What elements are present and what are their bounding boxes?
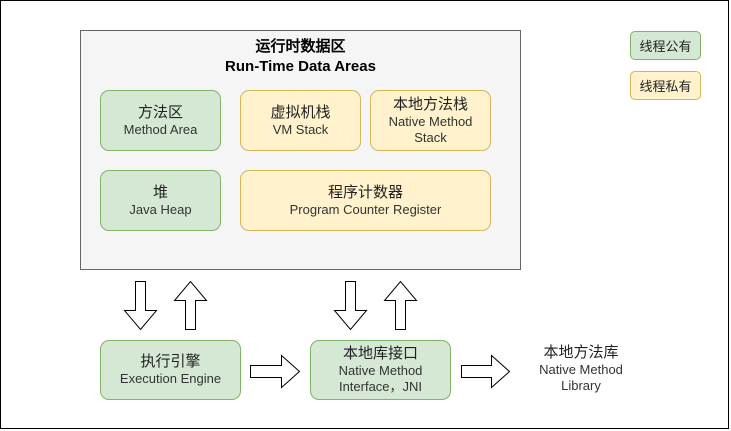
runtime-title-en: Run-Time Data Areas bbox=[225, 58, 376, 75]
native-method-stack-box: 本地方法栈 Native Method Stack bbox=[370, 90, 491, 151]
java-heap-box: 堆 Java Heap bbox=[100, 170, 221, 231]
legend-private-label: 线程私有 bbox=[639, 79, 692, 94]
legend-thread-shared: 线程公有 bbox=[630, 31, 701, 60]
runtime-title-cn: 运行时数据区 bbox=[255, 38, 346, 55]
library-cn: 本地方法库 bbox=[543, 344, 619, 361]
execution-engine-cn: 执行引擎 bbox=[140, 353, 201, 370]
legend-thread-private: 线程私有 bbox=[630, 71, 701, 100]
native-method-stack-en: Native Method Stack bbox=[388, 113, 473, 145]
java-heap-cn: 堆 bbox=[152, 183, 168, 201]
jni-box: 本地库接口 Native Method Interface，JNI bbox=[310, 340, 451, 400]
vm-stack-en: VM Stack bbox=[272, 121, 329, 137]
vm-stack-box: 虚拟机栈 VM Stack bbox=[240, 90, 361, 151]
program-counter-cn: 程序计数器 bbox=[327, 183, 403, 201]
execution-engine-en: Execution Engine bbox=[119, 371, 222, 386]
method-area-cn: 方法区 bbox=[137, 103, 183, 121]
legend-shared-label: 线程公有 bbox=[639, 39, 692, 54]
jni-en-line2: Interface，JNI bbox=[338, 379, 423, 394]
library-en-line2: Library bbox=[561, 378, 601, 393]
native-method-library: 本地方法库 Native Method Library bbox=[521, 344, 641, 394]
native-method-stack-cn: 本地方法栈 bbox=[392, 95, 468, 113]
program-counter-en: Program Counter Register bbox=[289, 201, 442, 217]
execution-engine-box: 执行引擎 Execution Engine bbox=[100, 340, 241, 400]
program-counter-register-box: 程序计数器 Program Counter Register bbox=[240, 170, 491, 231]
method-area-box: 方法区 Method Area bbox=[100, 90, 221, 151]
method-area-en: Method Area bbox=[123, 121, 198, 137]
jni-en-line1: Native Method bbox=[338, 363, 423, 378]
jni-cn: 本地库接口 bbox=[342, 345, 418, 362]
library-en-line1: Native Method bbox=[539, 362, 623, 377]
java-heap-en: Java Heap bbox=[129, 201, 192, 217]
vm-stack-cn: 虚拟机栈 bbox=[270, 103, 331, 121]
